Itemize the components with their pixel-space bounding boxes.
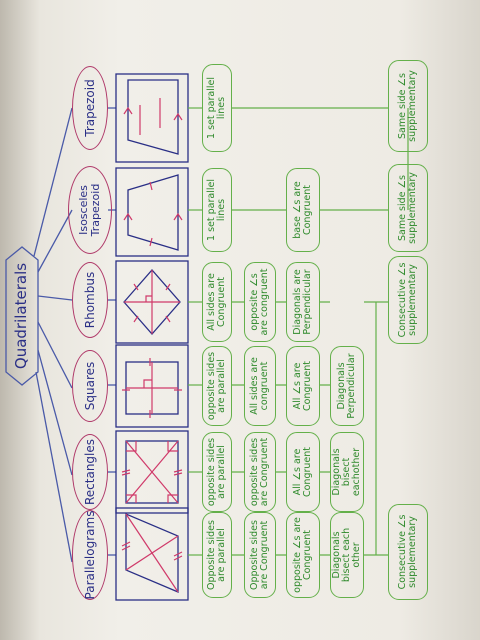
isosceles-trapezoid-property: Same side ∠s supplementary bbox=[388, 164, 428, 252]
trapezoid-drawing-frame bbox=[115, 73, 189, 163]
parallelogram-property: Opposite sides are Congruent bbox=[244, 512, 276, 598]
rectangle-property: All ∠s are Congruent bbox=[286, 432, 320, 512]
isosceles-parallel-arrows bbox=[123, 212, 183, 221]
root-label: Quadrilaterals bbox=[12, 262, 31, 370]
square-property: All sides are congruent bbox=[244, 346, 276, 426]
parallelogram-property: opposite ∠s are Congruent bbox=[286, 512, 320, 598]
trapezoid-property: 1 set parallel lines bbox=[202, 64, 232, 152]
root-connector-6 bbox=[33, 107, 73, 257]
parallelogram-drawing-frame bbox=[115, 507, 189, 601]
rectangle-property: opposite sides are parallel bbox=[202, 432, 232, 512]
rectangle-property: opposite sides are Congruent bbox=[244, 432, 276, 512]
isosceles-trapezoid-property: base ∠s are Congruent bbox=[286, 168, 320, 252]
rhombus-property: All sides are Congruent bbox=[202, 262, 232, 342]
rectangle-drawing bbox=[125, 440, 179, 504]
isosceles-trapezoid-drawing-frame bbox=[115, 167, 189, 257]
root-connector-2 bbox=[37, 349, 73, 476]
square-property: Diagonals Perpendicular bbox=[330, 346, 364, 426]
square-drawing-frame bbox=[115, 344, 189, 428]
trapezoid-parallel-arrows bbox=[123, 106, 183, 121]
shape-label-trapezoid: Trapezoid bbox=[72, 66, 108, 150]
square-property: opposite sides are parallel bbox=[202, 346, 232, 426]
root-connector-4 bbox=[37, 295, 73, 301]
shape-label-parallelograms: Parallelograms bbox=[72, 510, 108, 600]
rectangle-property: Diagonals bisect eachother bbox=[330, 432, 364, 512]
root-hexagon bbox=[5, 246, 39, 386]
trapezoid-property: Same side ∠s supplementary bbox=[388, 60, 428, 152]
root-connector-3 bbox=[37, 321, 73, 389]
parallelogram-property: Opposite sides are parallel bbox=[202, 512, 232, 598]
parallelogram-property: Diagonals bisect each other bbox=[330, 512, 364, 598]
root-connector-1 bbox=[35, 371, 73, 563]
shape-label-isosceles-trapezoid: Isosceles Trapezoid bbox=[68, 166, 112, 254]
rhombus-property: opposite ∠s are congruent bbox=[244, 262, 276, 342]
parallelogram-diagonal-2 bbox=[125, 535, 179, 571]
trapezoid-drawing bbox=[127, 79, 179, 155]
shape-label-rectangles: Rectangles bbox=[72, 434, 108, 510]
shape-label-rhombus: Rhombus bbox=[72, 262, 108, 338]
isosceles-trapezoid-property: 1 set parallel lines bbox=[202, 168, 232, 252]
isosceles-trapezoid-drawing bbox=[127, 174, 179, 251]
root-connector-5 bbox=[37, 209, 73, 273]
square-property: All ∠s are Congruent bbox=[286, 346, 320, 426]
rhombus-property: Consecutive ∠s supplementary bbox=[388, 256, 428, 344]
parallelogram-property: Consecutive ∠s supplementary bbox=[388, 504, 428, 600]
shape-label-squares: Squares bbox=[72, 350, 108, 422]
rhombus-property: Diagonals are Perpendicular bbox=[286, 262, 320, 342]
